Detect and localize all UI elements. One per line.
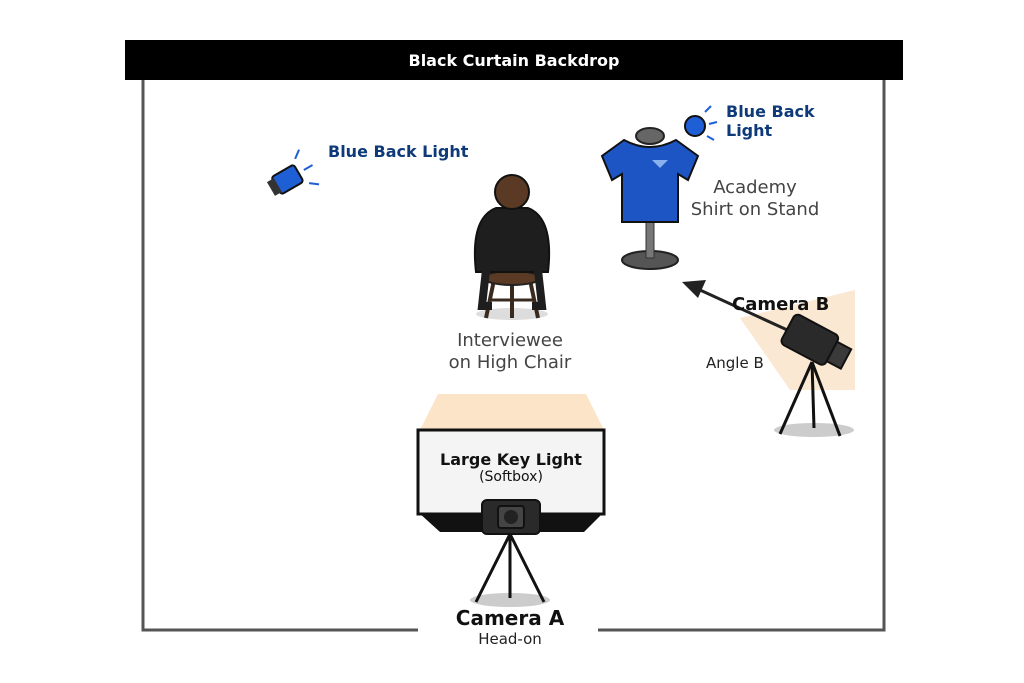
tripod-icon (470, 533, 550, 607)
shirt-icon (600, 127, 700, 270)
back-light-left-label: Blue Back Light (328, 142, 469, 161)
interviewee-label: Interviewee on High Chair (448, 330, 572, 373)
camera-b-label: Camera B (732, 294, 830, 315)
backdrop-label: Black Curtain Backdrop (408, 50, 620, 70)
tripod-icon (774, 361, 854, 437)
person-icon (473, 174, 551, 320)
back-light-right-label: Blue Back Light (726, 102, 815, 141)
camera-icon (481, 499, 541, 535)
key-light-glow (420, 394, 604, 430)
camera-icon (780, 313, 853, 371)
spotlight-icon (684, 105, 718, 141)
room-outline (141, 80, 886, 632)
backdrop-banner: Black Curtain Backdrop (125, 40, 903, 80)
key-light-label: Large Key Light (Softbox) (440, 450, 582, 486)
spotlight-icon (266, 149, 320, 196)
shirt-label: Academy Shirt on Stand (690, 177, 820, 220)
camera-a-label: Camera A Head-on (455, 606, 565, 648)
camera-b-desc: Angle B (706, 354, 764, 372)
arrow-icon (682, 280, 797, 336)
